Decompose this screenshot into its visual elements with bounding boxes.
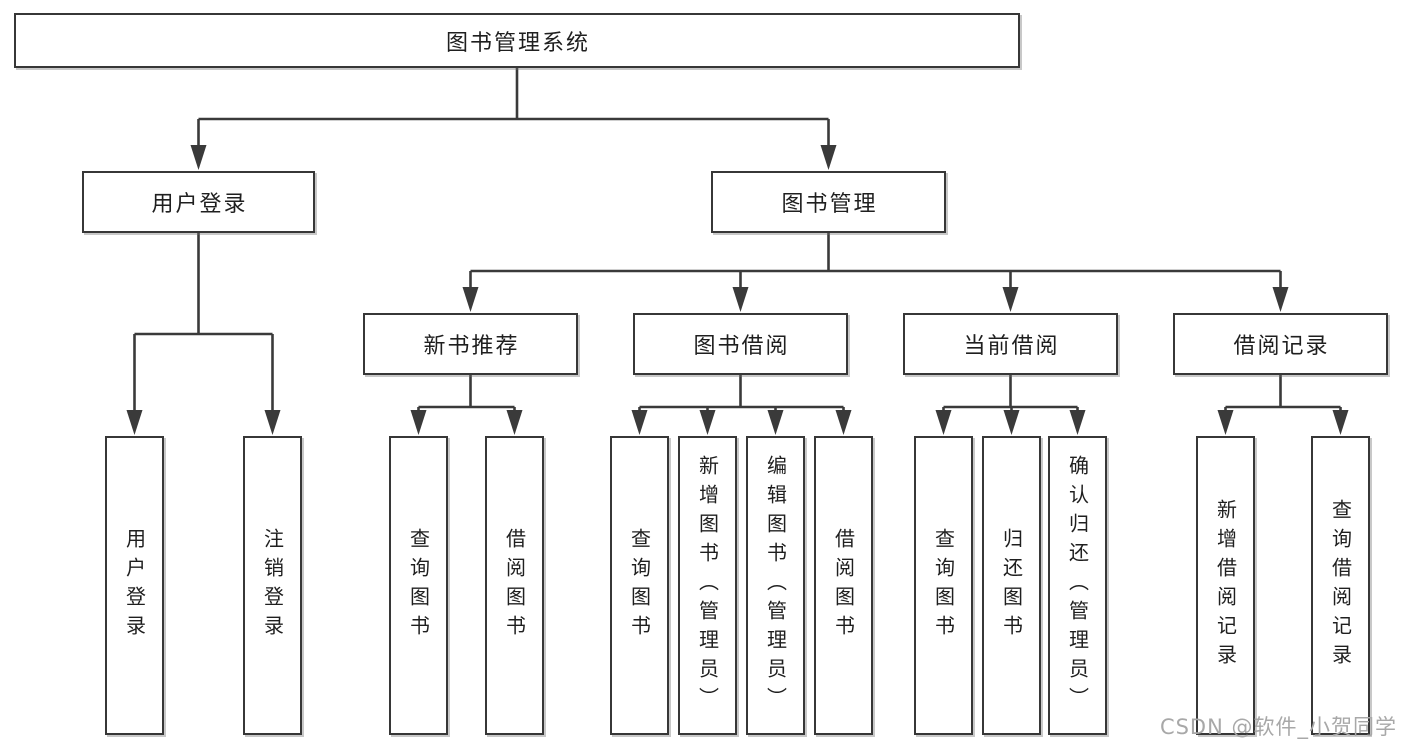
node-current-borrow: 当前借阅 [903, 313, 1118, 375]
leaf-borrow-books: 借阅图书 [814, 436, 873, 735]
arrowhead-down-icon [767, 410, 784, 435]
leaf-query-borrow-record: 查询借阅记录 [1311, 436, 1370, 735]
leaf-add-book-admin: 新增图书（管理员） [678, 436, 737, 735]
arrowhead-down-icon [264, 410, 281, 435]
leaf-query-books-borrow: 查询图书 [610, 436, 669, 735]
arrowhead-down-icon [631, 410, 648, 435]
node-book-management: 图书管理 [711, 171, 946, 233]
leaf-return-book: 归还图书 [982, 436, 1041, 735]
node-new-book-recommend: 新书推荐 [363, 313, 578, 375]
arrowhead-down-icon [126, 410, 143, 435]
arrowhead-down-icon [1069, 410, 1086, 435]
arrowhead-down-icon [1003, 410, 1020, 435]
arrowhead-down-icon [1002, 287, 1019, 312]
arrowhead-down-icon [820, 145, 837, 170]
leaf-user-login: 用户登录 [105, 436, 164, 735]
node-root-system: 图书管理系统 [14, 13, 1020, 68]
leaf-edit-book-admin: 编辑图书（管理员） [746, 436, 805, 735]
arrowhead-down-icon [835, 410, 852, 435]
node-borrow-records: 借阅记录 [1173, 313, 1388, 375]
arrowhead-down-icon [410, 410, 427, 435]
arrowhead-down-icon [1217, 410, 1234, 435]
arrowhead-down-icon [506, 410, 523, 435]
arrowhead-down-icon [699, 410, 716, 435]
leaf-confirm-return-admin: 确认归还（管理员） [1048, 436, 1107, 735]
arrowhead-down-icon [1332, 410, 1349, 435]
csdn-watermark: CSDN @软件_小贺同学 [1159, 715, 1397, 739]
arrowhead-down-icon [935, 410, 952, 435]
leaf-query-books-current: 查询图书 [914, 436, 973, 735]
arrowhead-down-icon [462, 287, 479, 312]
arrowhead-down-icon [732, 287, 749, 312]
node-user-login: 用户登录 [82, 171, 315, 233]
leaf-query-books-recommend: 查询图书 [389, 436, 448, 735]
leaf-borrow-books-recommend: 借阅图书 [485, 436, 544, 735]
leaf-logout: 注销登录 [243, 436, 302, 735]
arrowhead-down-icon [1272, 287, 1289, 312]
node-book-borrow: 图书借阅 [633, 313, 848, 375]
arrowhead-down-icon [190, 145, 207, 170]
leaf-add-borrow-record: 新增借阅记录 [1196, 436, 1255, 735]
